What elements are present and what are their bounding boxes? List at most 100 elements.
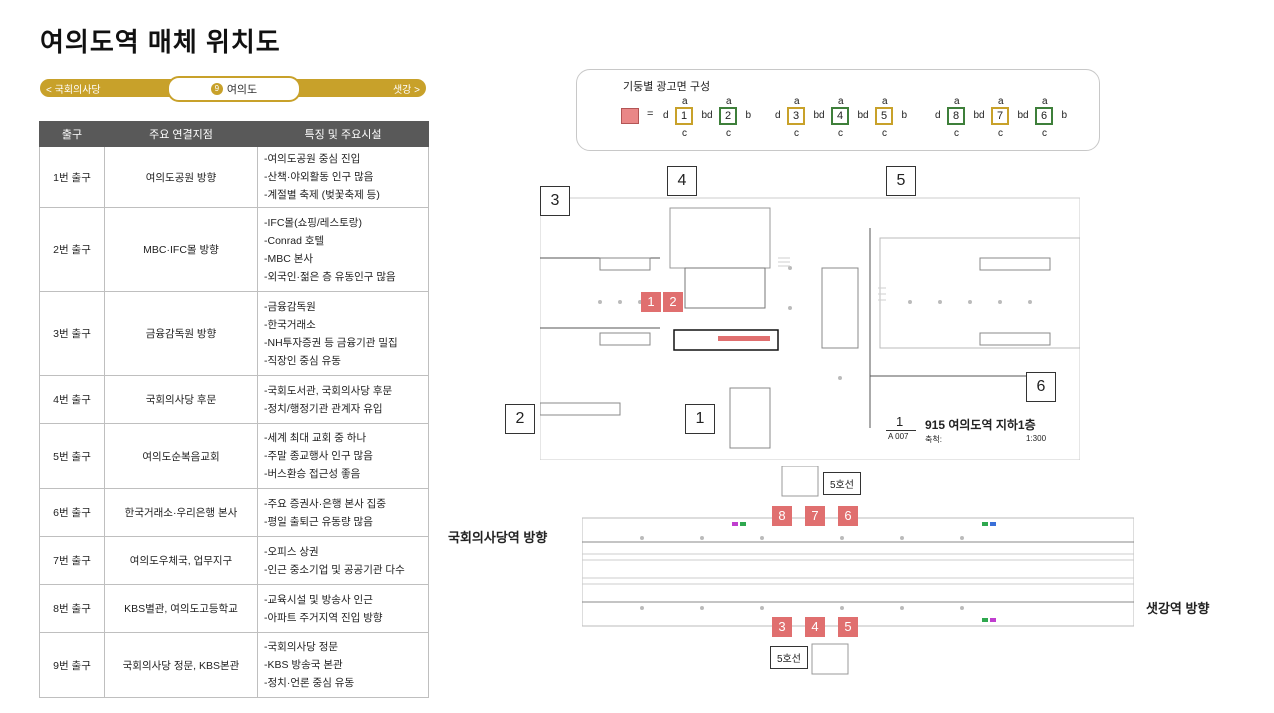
feature-line: -MBC 본사 — [264, 252, 314, 265]
feature-line: -교육시설 및 방송사 인근 — [264, 593, 373, 606]
media-marker-6: 6 — [838, 506, 858, 526]
page-title: 여의도역 매체 위치도 — [40, 27, 281, 57]
feature-line: -Conrad 호텔 — [264, 234, 325, 247]
pillar-number: 6 — [1035, 107, 1053, 125]
face-c-label: c — [1042, 128, 1047, 139]
exit-cell: 5번 출구 — [39, 423, 105, 489]
feature-line: -국회도서관, 국회의사당 후문 — [264, 384, 393, 397]
face-a-label: a — [794, 96, 800, 107]
link-cell: 금융감독원 방향 — [104, 291, 258, 376]
face-a-label: a — [882, 96, 888, 107]
face-c-label: c — [682, 128, 687, 139]
media-marker-7: 7 — [805, 506, 825, 526]
link-cell: 여의도순복음교회 — [104, 423, 258, 489]
exit-cell: 3번 출구 — [39, 291, 105, 376]
feature-line: -정치·언론 중심 유동 — [264, 677, 355, 689]
feature-line: -주요 증권사·은행 본사 집중 — [264, 497, 387, 510]
feature-line: -세계 최대 교회 중 하나 — [264, 432, 367, 444]
face-d-label: d — [863, 110, 869, 121]
pillar-number: 7 — [991, 107, 1009, 125]
header-exit: 출구 — [39, 121, 105, 147]
feature-line: -버스환승 접근성 좋음 — [264, 468, 361, 480]
next-station[interactable]: 샛강 > — [392, 85, 420, 96]
direction-left: 국회의사당역 방향 — [448, 530, 548, 545]
legend-equals: = — [647, 108, 654, 120]
face-b-label: b — [973, 110, 979, 121]
face-a-label: a — [1042, 96, 1048, 107]
exit-cell: 8번 출구 — [39, 584, 105, 633]
face-b-label: b — [701, 110, 707, 121]
feature-line: -한국거래소 — [264, 318, 316, 331]
line5-label-top: 5호선 — [823, 472, 861, 495]
exit-cell: 6번 출구 — [39, 488, 105, 537]
pillar-number: 1 — [675, 107, 693, 125]
current-station: 9 여의도 — [167, 76, 301, 102]
prev-station[interactable]: < 국회의사당 — [46, 85, 101, 96]
face-c-label: c — [794, 128, 799, 139]
line5-label-bottom: 5호선 — [770, 646, 808, 669]
platform-plan — [581, 465, 1135, 686]
feature-line: -아파트 주거지역 진입 방향 — [264, 611, 383, 624]
link-cell: 국회의사당 정문, KBS본관 — [104, 632, 258, 698]
face-c-label: c — [882, 128, 887, 139]
face-d-label: d — [663, 110, 669, 121]
face-b-label: b — [813, 110, 819, 121]
face-d-label: d — [775, 110, 781, 121]
plan-scale-label: 축척: — [925, 435, 942, 444]
features-cell: -여의도공원 중심 진입-산책·야외활동 인구 많음-계절별 축제 (벚꽃축제 … — [257, 146, 429, 208]
link-cell: 여의도우체국, 업무지구 — [104, 536, 258, 585]
media-swatch — [621, 108, 639, 124]
pillar-number: 4 — [831, 107, 849, 125]
feature-line: -직장인 중심 유동 — [264, 354, 341, 367]
features-cell: -IFC몰(쇼핑/레스토랑)-Conrad 호텔-MBC 본사-외국인·젊은 층… — [257, 207, 429, 292]
platform-plan-drawing — [581, 465, 1135, 675]
legend-title: 기둥별 광고면 구성 — [623, 81, 711, 93]
exit-4-marker: 4 — [667, 166, 697, 196]
exit-cell: 1번 출구 — [39, 146, 105, 208]
exit-1-marker: 1 — [685, 404, 715, 434]
pillar-number: 3 — [787, 107, 805, 125]
face-a-label: a — [954, 96, 960, 107]
feature-line: -KBS 방송국 본관 — [264, 659, 343, 671]
face-a-label: a — [998, 96, 1004, 107]
feature-line: -주말 종교행사 인구 많음 — [264, 450, 373, 462]
face-b-label: b — [745, 110, 751, 121]
features-cell: -교육시설 및 방송사 인근 -아파트 주거지역 진입 방향 — [257, 584, 429, 633]
direction-right: 샛강역 방향 — [1146, 601, 1210, 616]
media-marker-5: 5 — [838, 617, 858, 637]
media-marker-4: 4 — [805, 617, 825, 637]
header-features: 특징 및 주요시설 — [257, 121, 429, 147]
feature-line: -계절별 축제 (벚꽃축제 등) — [264, 189, 380, 201]
features-cell: -세계 최대 교회 중 하나 -주말 종교행사 인구 많음 -버스환승 접근성 좋음 — [257, 423, 429, 489]
feature-line: -외국인·젊은 층 유동인구 많음 — [264, 270, 396, 283]
face-c-label: c — [998, 128, 1003, 139]
plan-title: 915 여의도역 지하1층 — [925, 418, 1036, 432]
feature-line: -정치/행정기관 관계자 유입 — [264, 402, 383, 415]
link-cell: 한국거래소·우리은행 본사 — [104, 488, 258, 537]
pillar-number: 5 — [875, 107, 893, 125]
header-link: 주요 연결지점 — [104, 121, 258, 147]
face-a-label: a — [726, 96, 732, 107]
media-marker-8: 8 — [772, 506, 792, 526]
feature-line: -오피스 상권 — [264, 545, 319, 558]
plan-scale-value: 1:300 — [1026, 434, 1047, 443]
feature-line: -인근 중소기업 및 공공기관 다수 — [264, 563, 405, 576]
link-cell: KBS별관, 여의도고등학교 — [104, 584, 258, 633]
face-a-label: a — [838, 96, 844, 107]
face-d-label: d — [819, 110, 825, 121]
face-d-label: d — [1023, 110, 1029, 121]
face-c-label: c — [838, 128, 843, 139]
